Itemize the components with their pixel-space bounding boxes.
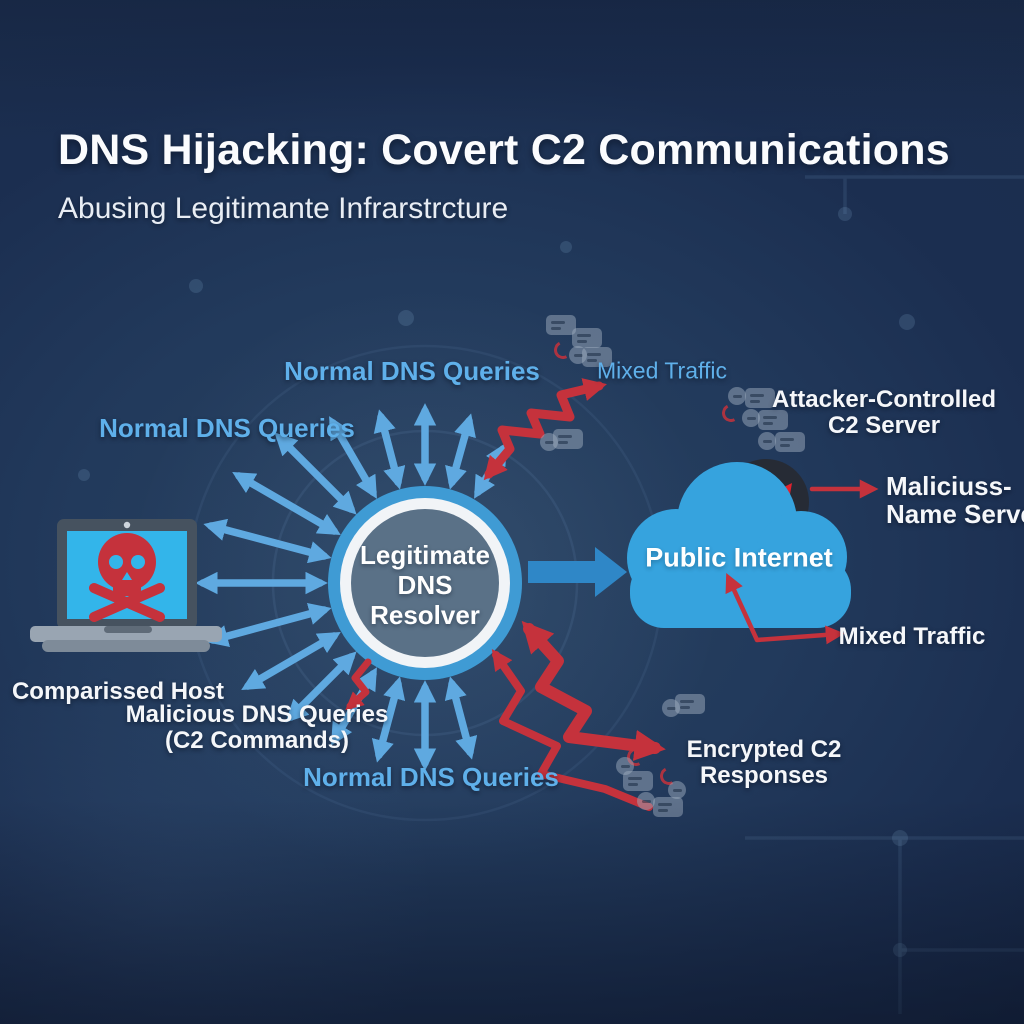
- resolver-label-line1: Legitimate: [359, 540, 491, 570]
- mixed-traffic-zigzag-top: [483, 378, 607, 481]
- packet-card-icon: [582, 347, 612, 367]
- packet-card-icon: [775, 432, 805, 452]
- encrypted-c2-zigzag-thin: [491, 649, 653, 811]
- packet-coin-icon: [637, 792, 655, 810]
- label-mixed-traffic-top: Mixed Traffic: [597, 357, 727, 384]
- circuit-background: [78, 175, 1024, 1014]
- resolver-label-line2: DNS: [397, 570, 453, 600]
- packet-coin-icon: [742, 409, 760, 427]
- packet-card-icon: [572, 328, 602, 348]
- label-malicious-name-server-line1: Maliciuss-: [886, 470, 1012, 501]
- packet-coin-icon: [569, 346, 587, 364]
- label-normal-dns-queries-top: Normal DNS Queries: [284, 355, 540, 386]
- header: DNS Hijacking: Covert C2 Communications …: [58, 126, 978, 226]
- label-malicious-dns-queries: Malicious DNS Queries (C2 Commands): [126, 702, 389, 754]
- cloud-label: Public Internet: [645, 542, 833, 573]
- dns-resolver-node: [328, 486, 522, 680]
- packet-coin-icon: [662, 699, 680, 717]
- page-subtitle: Abusing Legitimante Infrarstrcture: [58, 192, 509, 225]
- label-malicious-dns-queries-line1: Malicious DNS Queries: [125, 701, 389, 729]
- label-normal-dns-queries-left: Normal DNS Queries: [99, 412, 355, 443]
- packet-card-icon: [553, 429, 583, 449]
- page-title: DNS Hijacking: Covert C2 Communications: [58, 126, 950, 174]
- packet-coin-icon: [668, 781, 686, 799]
- resolver-to-internet-arrow: [528, 547, 627, 597]
- label-normal-dns-queries-bottom: Normal DNS Queries: [303, 761, 559, 792]
- label-encrypted-c2-responses: Encrypted C2 Responses: [687, 737, 842, 789]
- packet-card-icon: [675, 694, 705, 714]
- skull-crossbones-icon: [89, 533, 165, 622]
- packet-coin-icon: [728, 387, 746, 405]
- packet-coin-icon: [758, 432, 776, 450]
- malicious-query-zigzag: [345, 658, 372, 711]
- resolver-label: Legitimate DNS Resolver: [360, 540, 490, 630]
- label-encrypted-c2-line2: Responses: [699, 762, 829, 789]
- packet-coin-icon: [540, 433, 558, 451]
- cloud-mixed-traffic-arrow: [725, 572, 845, 645]
- packet-card-icon: [623, 771, 653, 791]
- label-attacker-c2-line2: C2 Server: [827, 412, 941, 439]
- label-attacker-c2-server: Attacker-Controlled C2 Server: [772, 387, 996, 439]
- packet-card-icon: [653, 797, 683, 817]
- label-malicious-name-server: Maliciuss- Name Server: [886, 472, 1024, 528]
- label-malicious-dns-queries-line2: (C2 Commands): [164, 727, 350, 754]
- label-compromised-host: Comparissed Host: [11, 678, 225, 706]
- packet-card-icon: [546, 315, 576, 335]
- label-mixed-traffic-right: Mixed Traffic: [838, 623, 986, 651]
- packet-coin-icon: [616, 757, 634, 775]
- label-malicious-name-server-line2: Name Server: [886, 499, 1024, 529]
- label-encrypted-c2-line1: Encrypted C2: [686, 736, 842, 764]
- encrypted-c2-zigzag-thick: [521, 620, 666, 761]
- covert-c2-arrows: [345, 378, 879, 811]
- resolver-label-line3: Resolver: [370, 600, 480, 630]
- packet-card-icon: [745, 388, 775, 408]
- label-attacker-c2-line1: Attacker-Controlled: [771, 386, 997, 414]
- packet-card-icon: [758, 410, 788, 430]
